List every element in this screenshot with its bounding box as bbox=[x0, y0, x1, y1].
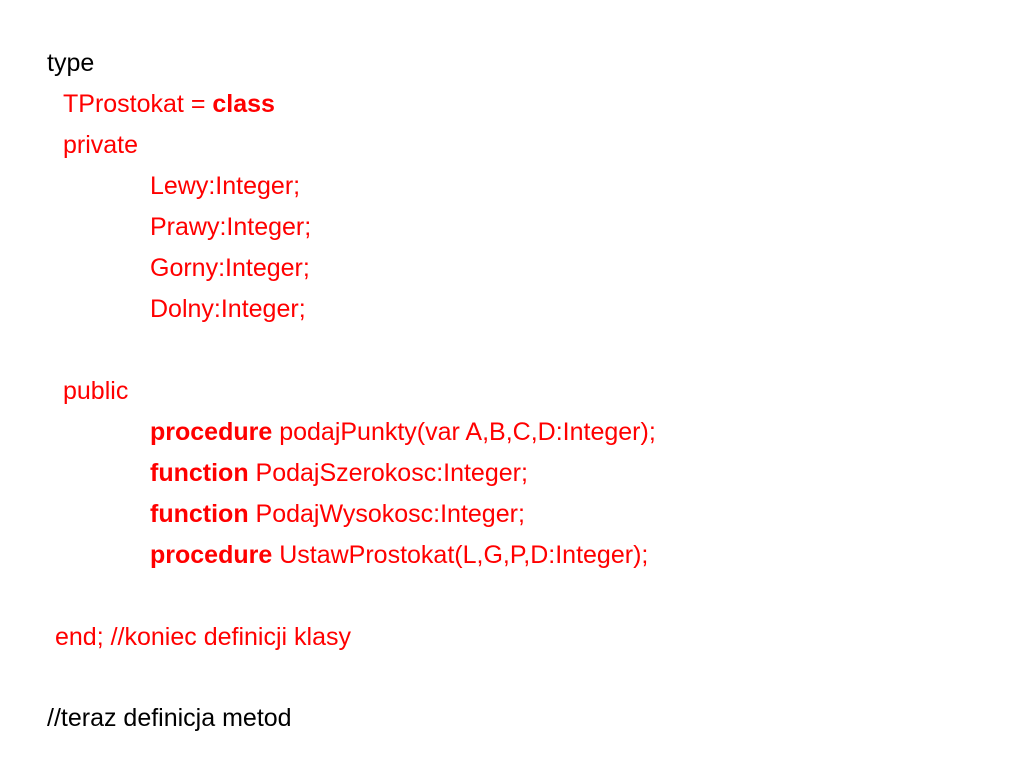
function-keyword: function bbox=[150, 459, 249, 487]
methods-comment-line: //teraz definicja metod bbox=[47, 704, 292, 732]
field-prawy: Prawy:Integer; bbox=[150, 213, 312, 241]
class-declaration-line: TProstokat = class bbox=[63, 89, 275, 119]
type-keyword: type bbox=[47, 49, 95, 77]
class-keyword: class bbox=[212, 90, 275, 118]
field-dolny: Dolny:Integer; bbox=[150, 295, 306, 323]
method-podajpunkty: procedure podajPunkty(var A,B,C,D:Intege… bbox=[150, 417, 656, 447]
function-keyword: function bbox=[150, 500, 249, 528]
procedure-keyword: procedure bbox=[150, 541, 273, 569]
field-gorny: Gorny:Integer; bbox=[150, 254, 310, 282]
method-signature: PodajSzerokosc:Integer; bbox=[248, 459, 528, 487]
method-signature: PodajWysokosc:Integer; bbox=[248, 500, 525, 528]
method-podajwysokosc: function PodajWysokosc:Integer; bbox=[150, 499, 525, 529]
method-ustawprostokat: procedure UstawProstokat(L,G,P,D:Integer… bbox=[150, 540, 648, 570]
field-lewy: Lewy:Integer; bbox=[150, 172, 301, 200]
method-signature: podajPunkty(var A,B,C,D:Integer); bbox=[272, 418, 656, 446]
public-section-label: public bbox=[63, 377, 129, 405]
procedure-keyword: procedure bbox=[150, 418, 273, 446]
private-section-label: private bbox=[63, 131, 139, 159]
method-signature: UstawProstokat(L,G,P,D:Integer); bbox=[272, 541, 649, 569]
end-of-class-line: end; //koniec definicji klasy bbox=[55, 623, 351, 651]
class-name: TProstokat = bbox=[63, 90, 213, 118]
method-podajszerokosc: function PodajSzerokosc:Integer; bbox=[150, 458, 528, 488]
